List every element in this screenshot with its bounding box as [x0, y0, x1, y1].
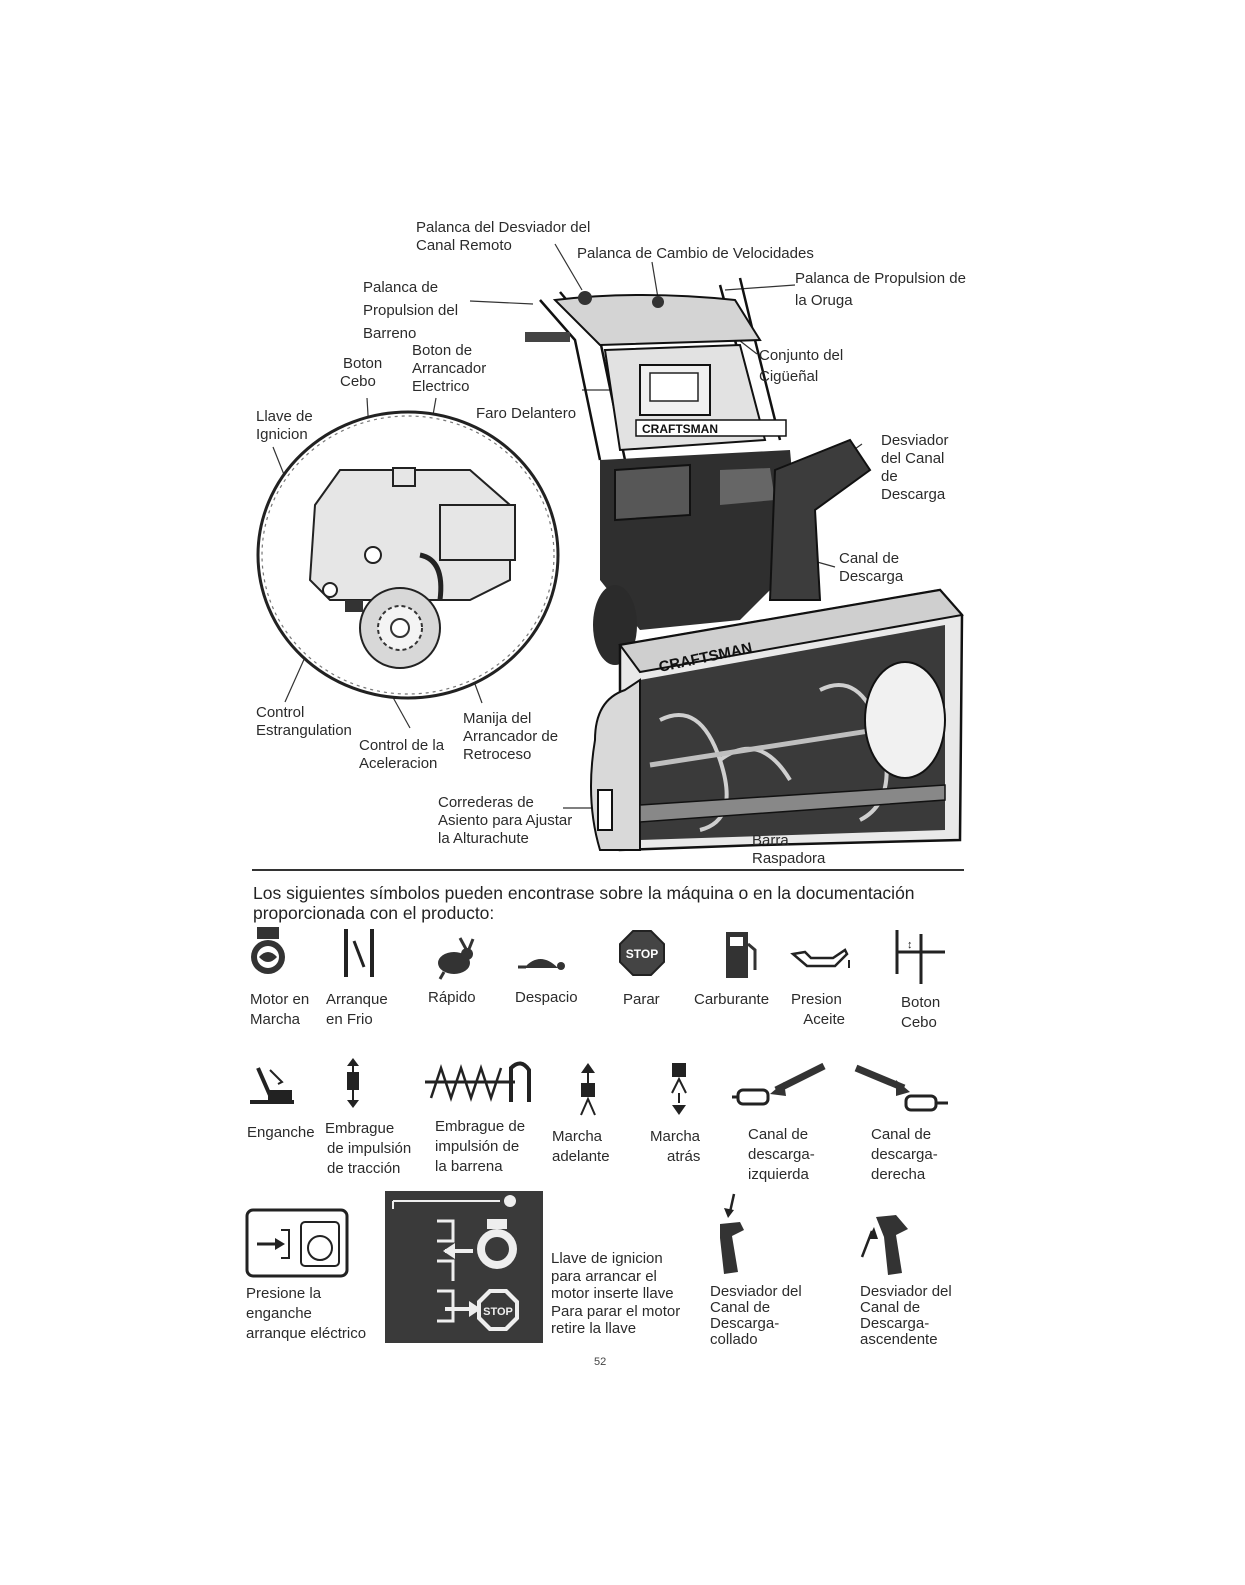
auger-clutch-icon	[425, 1061, 531, 1102]
label-headlight: Faro Delantero	[476, 405, 577, 422]
engine-running-icon	[251, 927, 285, 974]
label-shift-lever: Palanca de Cambio de Velocidades	[577, 245, 814, 262]
label-chute-deflector: Desviador del Canal de Descarga	[881, 432, 949, 503]
symbol-label-deflector-up: Desviador del Canal de Descarga- ascende…	[860, 1283, 952, 1348]
forward-icon	[580, 1063, 596, 1116]
label-recoil-starter-handle: Manija del Arrancador de Retroceso	[463, 710, 559, 763]
stop-icon: STOP	[619, 930, 665, 976]
symbol-label-primer: Boton Cebo	[901, 994, 941, 1031]
symbol-label-slow: Despacio	[515, 989, 578, 1006]
ignition-key-panel-icon: STOP	[385, 1191, 543, 1343]
svg-text:STOP: STOP	[626, 947, 658, 961]
symbols-intro: Los siguientes símbolos pueden encontras…	[253, 883, 915, 923]
chute-left-icon	[732, 1062, 826, 1106]
page-number: 52	[594, 1356, 607, 1368]
label-electric-start-button: Boton de Arrancador Electrico	[412, 342, 487, 395]
symbol-label-ignition-key: Llave de ignicion para arrancar el motor…	[551, 1250, 681, 1337]
rabbit-icon	[438, 937, 475, 980]
symbol-label-cold-start: Arranque en Frio	[326, 991, 388, 1028]
symbol-label-fast: Rápido	[428, 989, 476, 1006]
turtle-icon	[518, 959, 565, 970]
label-scraper-bar: Barra Raspadora	[752, 832, 826, 867]
primer-icon: ↕	[895, 930, 945, 984]
symbol-label-chute-left: Canal de descarga- izquierda	[748, 1126, 815, 1183]
label-choke-control: Control Estrangulation	[256, 704, 352, 739]
label-discharge-chute: Canal de Descarga	[839, 550, 904, 585]
snowblower-illustration: CRAFTSMAN CRAFTSMAN	[256, 243, 964, 852]
divider-rule	[252, 869, 964, 871]
chute-right-icon	[854, 1064, 948, 1112]
deflector-up-icon	[860, 1215, 908, 1275]
symbol-label-forward: Marcha adelante	[552, 1128, 610, 1165]
symbol-label-chute-right: Canal de descarga- derecha	[871, 1126, 938, 1183]
symbol-label-deflector-down: Desviador del Canal de Descarga- collado	[710, 1283, 802, 1348]
label-crank-assembly: Conjunto del Cigüeñal	[759, 347, 844, 385]
symbol-label-reverse: Marcha atrás	[650, 1128, 701, 1165]
label-throttle-control: Control de la Aceleracion	[359, 737, 445, 772]
symbol-label-engine-running: Motor en Marcha	[250, 991, 310, 1028]
symbol-label-auger-clutch: Embrague de impulsión de la barrena	[435, 1118, 526, 1175]
symbol-label-oil-pressure: Presion Aceite	[791, 991, 845, 1028]
svg-text:↕: ↕	[907, 939, 913, 951]
label-track-lever: Palanca de Propulsion de la Oruga	[795, 270, 966, 309]
reverse-icon	[671, 1063, 687, 1115]
electric-start-icon	[245, 1208, 349, 1278]
cold-start-icon	[344, 929, 374, 977]
label-auger-lever: Palanca de Propulsion del Barreno	[363, 279, 459, 342]
svg-text:STOP: STOP	[483, 1306, 513, 1318]
label-ignition-key: Llave de Ignicion	[256, 408, 313, 443]
symbol-label-electric-start: Presione la enganche arranque eléctrico	[246, 1285, 367, 1342]
symbol-label-stop: Parar	[623, 991, 660, 1008]
symbol-label-engage: Enganche	[247, 1124, 315, 1141]
dash-brand-text: CRAFTSMAN	[642, 422, 718, 436]
oil-can-icon	[790, 948, 850, 968]
traction-clutch-icon	[347, 1058, 359, 1108]
engage-icon	[250, 1067, 294, 1104]
symbol-label-traction-clutch: Embrague de impulsión de tracción	[325, 1120, 412, 1177]
label-remote-chute-lever: Palanca del Desviador del Canal Remoto	[416, 219, 591, 254]
label-primer-button: Boton Cebo	[340, 355, 383, 390]
symbol-label-fuel: Carburante	[694, 991, 770, 1008]
deflector-down-icon	[720, 1193, 744, 1274]
fuel-pump-icon	[726, 932, 757, 978]
label-skid-shoes: Correderas de Asiento para Ajustar la Al…	[438, 794, 573, 847]
